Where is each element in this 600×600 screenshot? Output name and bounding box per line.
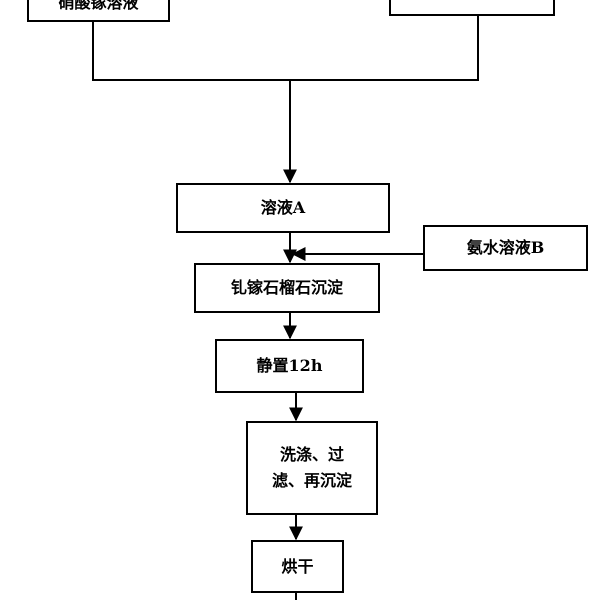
dry-box: 烘干 xyxy=(251,540,344,593)
solution-a-box: 溶液A xyxy=(176,183,390,233)
stand-label: 静置12h xyxy=(256,356,323,375)
stand-box: 静置12h xyxy=(215,339,364,393)
merge-connector xyxy=(92,14,479,81)
wash-label-line2: 滤、再沉淀 xyxy=(271,471,352,490)
top-left-box: 硝酸镓溶液 xyxy=(27,0,170,22)
wash-label-line1: 洗涤、过 xyxy=(279,445,344,464)
solution-a-label: 溶液A xyxy=(260,198,306,217)
ammonia-b-label: 氨水溶液B xyxy=(466,238,545,257)
wash-box: 洗涤、过 滤、再沉淀 xyxy=(246,421,378,515)
precipitate-box: 钆镓石榴石沉淀 xyxy=(194,263,380,313)
precipitate-label: 钆镓石榴石沉淀 xyxy=(230,278,343,297)
top-right-box xyxy=(389,0,555,16)
dry-label: 烘干 xyxy=(281,556,314,576)
top-left-label: 硝酸镓溶液 xyxy=(58,0,139,12)
ammonia-b-box: 氨水溶液B xyxy=(423,225,588,271)
